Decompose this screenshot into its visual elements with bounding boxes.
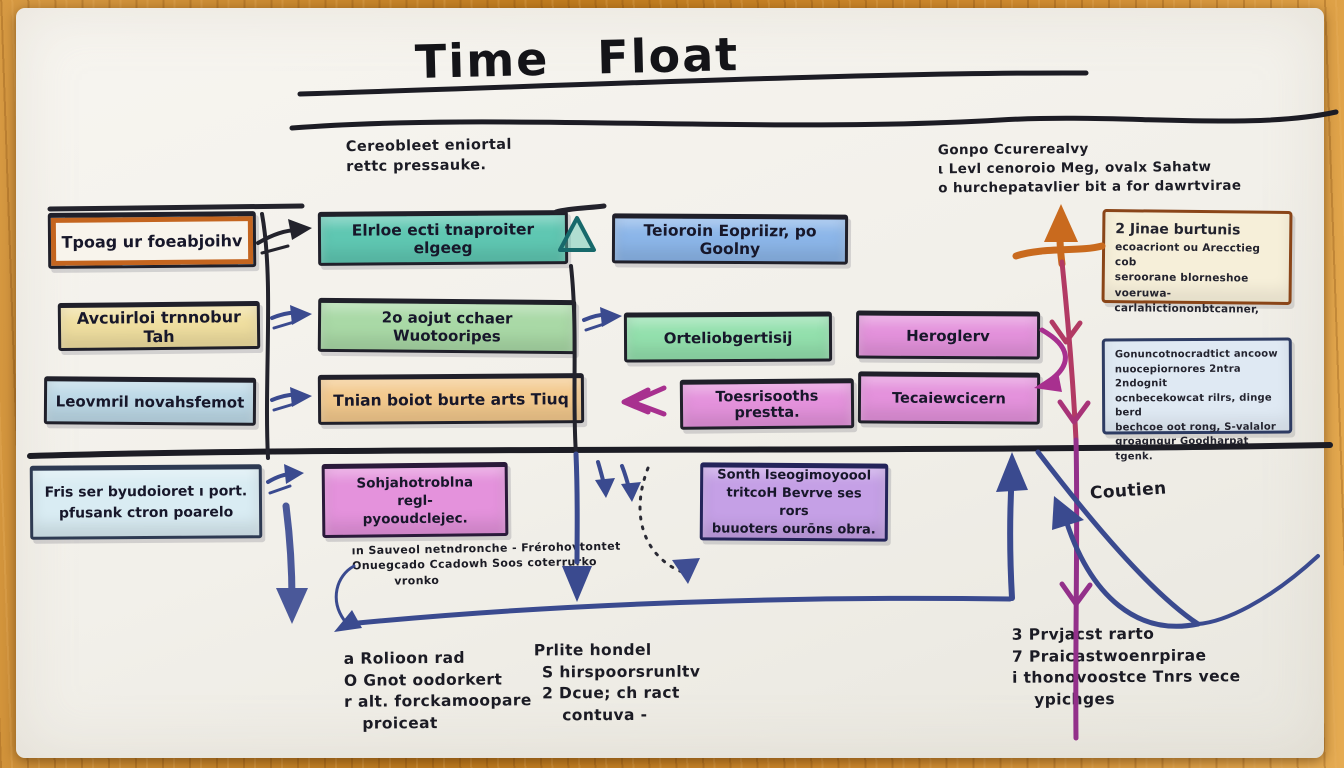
- box-leovmril: Leovmril novahsfemot: [43, 376, 257, 426]
- box-label: Tpoag ur foeabjoihv: [61, 230, 243, 252]
- annotation-top-right: Gonpo Ccurerealvy ι Levl cenoroio Meg, o…: [938, 139, 1242, 198]
- note-line: ocnbecekowcat rilrs, dinge berd: [1115, 392, 1272, 419]
- box-label: Teioroin Eopriizr, po Goolny: [643, 221, 817, 259]
- note-line: carlahictiononbtcanner,: [1114, 302, 1260, 316]
- list-item: 7 Praicastwoenrpirae: [1011, 646, 1207, 666]
- box-label: 2o aojut cchaer Wuotooripes: [381, 308, 513, 346]
- list-item: a Rolioon rad: [343, 648, 465, 668]
- box-label: Tecaiewcicern: [892, 390, 1006, 408]
- diagram-title: Time Float: [414, 27, 740, 89]
- annotation-line: rettc pressauke.: [346, 157, 487, 176]
- box-label: Orteliobgertisij: [663, 328, 793, 348]
- note-line: bechcoe oot rong, S-valalor: [1115, 421, 1277, 433]
- annotation-under-pink-box: ın Sauveol netndronche - Frérohovtontet …: [352, 539, 622, 590]
- box-toesrisooths: Toesrisooths prestta.: [679, 378, 855, 430]
- box-aojut: 2o aojut cchaer Wuotooripes: [317, 297, 577, 355]
- box-avcuirloi: Avcuirloi trnnobur Tah: [57, 300, 261, 352]
- list-item: Prlite hondel: [533, 640, 652, 660]
- sticky-note-cream: 2 Jinae burtunis ecoacriont ou Arecctieg…: [1101, 209, 1293, 316]
- box-line: Sonth Iseogimoyoool: [717, 467, 872, 484]
- box-fris: Fris ser byudoioret ı port. pfusank ctro…: [29, 464, 263, 540]
- annotation-top-left: Cereobleet eniortal rettc pressauke.: [346, 135, 513, 178]
- box-tnian: Tnian boiot burte arts Tiuq: [317, 373, 585, 425]
- box-label: Leovmril novahsfemot: [55, 392, 245, 412]
- list-item: r alt. forckamoopare: [344, 691, 532, 712]
- box-line: pfusank ctron poarelo: [58, 504, 234, 522]
- box-label: Heroglerv: [906, 326, 990, 346]
- annotation-line: o hurchepatavlier bit a for dawrtvirae: [938, 177, 1242, 197]
- list-item: proiceat: [362, 714, 438, 733]
- box-orteliobgertisij: Orteliobgertisij: [623, 311, 833, 363]
- list-item: contuva -: [562, 705, 648, 725]
- list-bottom-middle: Prlite hondel S hirspoorsrunltv 2 Dcue; …: [534, 640, 701, 728]
- annotation-line: ι Levl cenoroio Meg, ovalx Sahatw: [937, 158, 1212, 178]
- list-item: S hirspoorsrunltv: [541, 662, 701, 682]
- box-line: buuoters ourōns obra.: [711, 521, 876, 538]
- list-item: 2 Dcue; ch ract: [542, 684, 680, 703]
- box-line: Sohjahotroblna: [356, 474, 474, 492]
- annotation-line: Cereobleet eniortal: [345, 136, 512, 156]
- box-line: pyooudclejec.: [362, 510, 468, 528]
- box-teioroin: Teioroin Eopriizr, po Goolny: [611, 213, 849, 265]
- box-tpoag: Tpoag ur foeabjoihv: [47, 211, 257, 269]
- list-item: O Gnot oodorkert: [343, 670, 503, 690]
- note-line: ecoacriont ou Arecctieg cob: [1114, 241, 1261, 269]
- list-item: 3 Prvjacst rarto: [1011, 624, 1155, 644]
- box-label: Elrloe ecti tnaproiter elgeeg: [351, 220, 535, 258]
- list-bottom-right: 3 Prvjacst rarto 7 Praicastwoenrpirae i …: [1012, 623, 1241, 711]
- note-line: nuocepiornores 2ntra 2ndognit: [1114, 363, 1241, 390]
- list-bottom-left: a Rolioon rad O Gnot oodorkert r alt. fo…: [344, 647, 532, 735]
- box-tecaiewcicern: Tecaiewcicern: [857, 371, 1041, 425]
- box-line: Fris ser byudoioret ı port.: [44, 483, 248, 501]
- list-item: i thonovoostce Tnrs vece: [1012, 667, 1241, 688]
- note-line: seroorane blorneshoe voeruwa-: [1114, 271, 1249, 300]
- box-elrloe: Elrloe ecti tnaproiter elgeeg: [317, 210, 569, 266]
- box-sohjahotroblna: Sohjahotroblna regl- pyooudclejec.: [321, 462, 509, 538]
- list-item: ypichges: [1034, 690, 1116, 709]
- box-line: tritcoH Bevrve ses rors: [726, 485, 862, 520]
- box-heroglerv: Heroglerv: [855, 310, 1041, 360]
- box-line: regl-: [397, 492, 433, 510]
- sticky-note-blue: Gonuncotnocradtict ancoow nuocepiornores…: [1101, 337, 1293, 462]
- box-sonth: Sonth Iseogimoyoool tritcoH Bevrve ses r…: [699, 462, 889, 542]
- note-title: 2 Jinae burtunis: [1115, 221, 1241, 239]
- box-label: Toesrisooths prestta.: [715, 388, 819, 422]
- note-line: groagngur Goodharpat tgenk.: [1115, 435, 1249, 462]
- box-label: Avcuirloi trnnobur Tah: [76, 307, 242, 347]
- note-line: Gonuncotnocradtict ancoow: [1114, 348, 1278, 361]
- box-label: Tnian boiot burte arts Tiuq: [333, 390, 569, 410]
